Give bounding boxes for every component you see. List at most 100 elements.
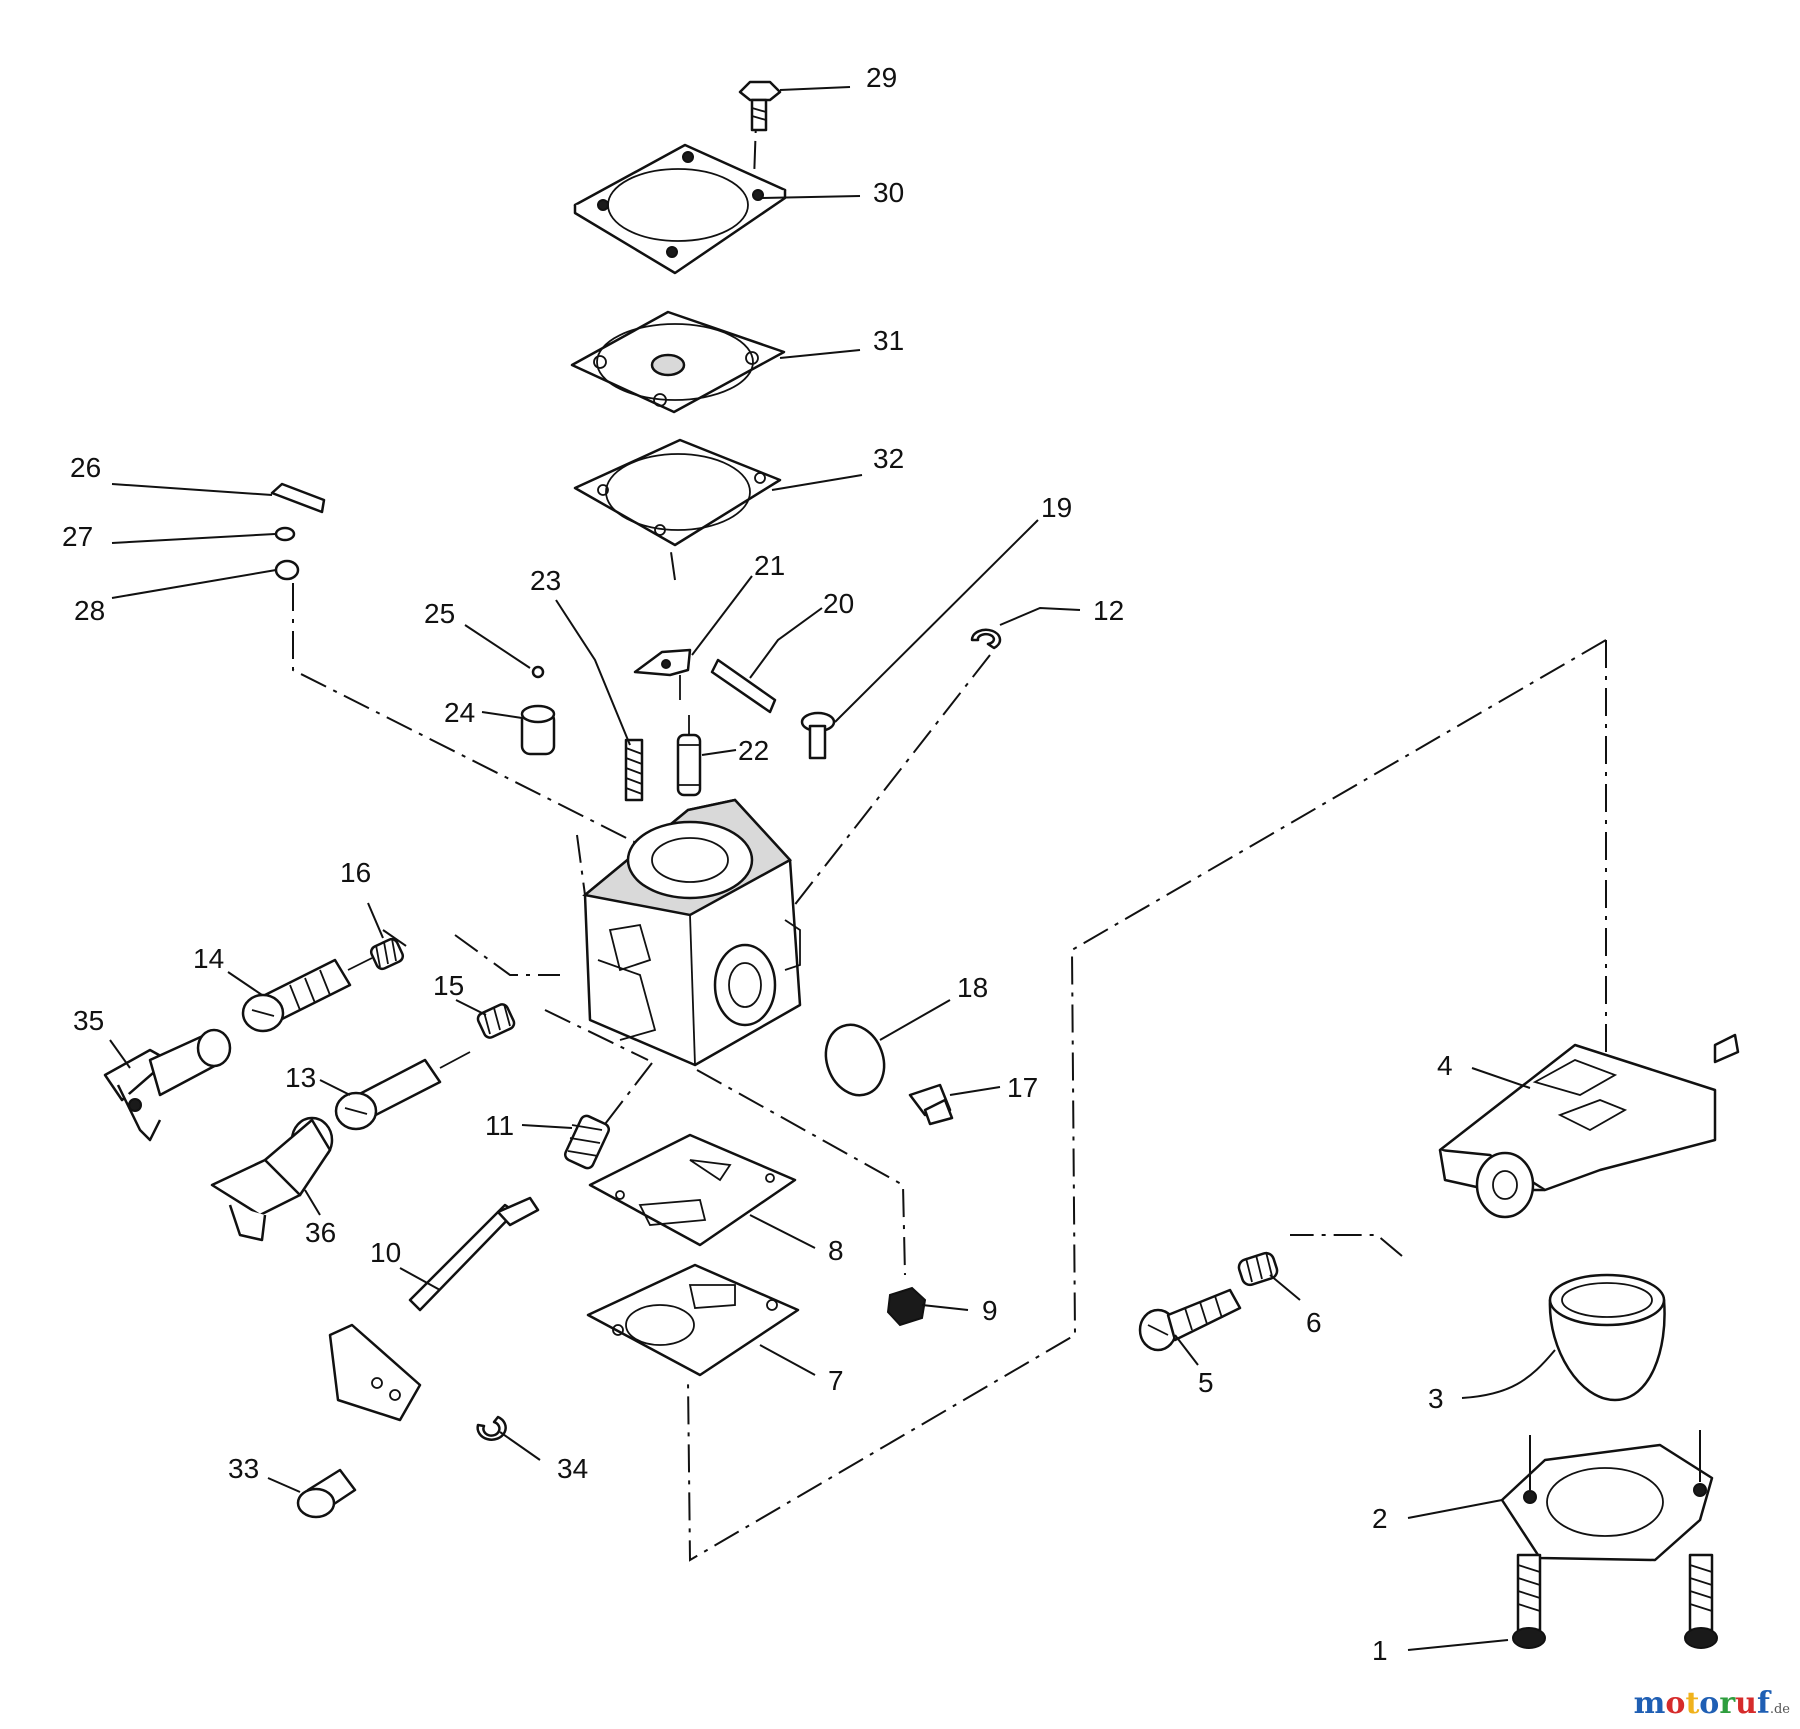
part-1-screws	[1512, 1553, 1718, 1649]
part-29-screw	[738, 80, 782, 132]
callout-9: 9	[921, 1295, 998, 1326]
watermark-logo: motoruf.de	[1634, 1686, 1790, 1721]
callout-19: 19	[834, 492, 1072, 723]
callout-21: 21	[691, 550, 785, 656]
part-24-cap	[520, 704, 556, 756]
callout-label: 3	[1428, 1383, 1444, 1414]
callout-label: 12	[1093, 595, 1124, 626]
callout-label: 2	[1372, 1503, 1388, 1534]
part-14-needle	[241, 957, 373, 1033]
callout-label: 35	[73, 1005, 104, 1036]
callout-23: 23	[530, 565, 631, 746]
callout-label: 32	[873, 443, 904, 474]
callout-28: 28	[74, 569, 277, 626]
watermark-letter: t	[1685, 1686, 1700, 1721]
callout-6: 6	[1269, 1274, 1322, 1338]
part-21-lever	[633, 648, 692, 700]
callout-24: 24	[444, 697, 523, 728]
watermark-letter: o	[1699, 1686, 1720, 1721]
watermark-tld: .de	[1769, 1702, 1790, 1717]
callout-16: 16	[340, 857, 384, 939]
callout-10: 10	[370, 1237, 441, 1291]
part-7-gasket	[586, 1263, 800, 1377]
part-12-clip	[970, 628, 1002, 650]
callout-label: 33	[228, 1453, 259, 1484]
part-2-flange	[1500, 1430, 1714, 1562]
part-23-spring	[624, 738, 644, 802]
part-17-screw	[908, 1083, 954, 1126]
callout-15: 15	[433, 970, 487, 1016]
callout-1: 1	[1372, 1635, 1509, 1666]
part-32-gasket	[573, 438, 782, 547]
callout-label: 17	[1007, 1072, 1038, 1103]
callout-label: 7	[828, 1365, 844, 1396]
watermark-letter: f	[1756, 1686, 1770, 1721]
callout-label: 18	[957, 972, 988, 1003]
callout-31: 31	[779, 325, 904, 359]
part-33-cap	[296, 1468, 357, 1519]
callout-36: 36	[304, 1189, 336, 1248]
callout-label: 23	[530, 565, 561, 596]
part-19-screw	[800, 711, 836, 760]
watermark-letter: u	[1735, 1686, 1757, 1721]
callout-4: 4	[1437, 1050, 1531, 1089]
callout-35: 35	[73, 1005, 131, 1069]
callout-label: 22	[738, 735, 769, 766]
callout-33: 33	[228, 1453, 301, 1493]
part-36-cap	[210, 1116, 334, 1242]
callout-label: 1	[1372, 1635, 1388, 1666]
callout-label: 9	[982, 1295, 998, 1326]
callout-18: 18	[879, 972, 988, 1041]
callout-label: 8	[828, 1235, 844, 1266]
callout-5: 5	[1174, 1334, 1214, 1398]
callout-label: 11	[485, 1110, 514, 1141]
part-25-ball	[531, 665, 545, 679]
callout-27: 27	[62, 521, 276, 552]
part-30-diaphragm-cover	[573, 143, 787, 275]
callout-11: 11	[485, 1110, 573, 1141]
callout-30: 30	[761, 177, 904, 208]
part-9-nut	[886, 1286, 927, 1327]
part-10-throttle-shaft	[328, 1196, 540, 1422]
part-27-washer	[274, 526, 296, 542]
callout-label: 5	[1198, 1367, 1214, 1398]
callout-8: 8	[749, 1214, 844, 1266]
part-34-clip	[476, 1415, 507, 1441]
part-35-cap	[103, 1028, 232, 1142]
callout-label: 15	[433, 970, 464, 1001]
callout-label: 26	[70, 452, 101, 483]
carburetor-body	[582, 798, 802, 1067]
callout-13: 13	[285, 1062, 351, 1096]
callout-label: 20	[823, 588, 854, 619]
callout-label: 19	[1041, 492, 1072, 523]
callout-label: 28	[74, 595, 105, 626]
callout-22: 22	[701, 735, 769, 766]
part-28-disc	[274, 559, 300, 581]
callout-label: 36	[305, 1217, 336, 1248]
part-26-lever	[270, 482, 326, 514]
callout-20: 20	[749, 588, 854, 679]
callout-2: 2	[1372, 1499, 1503, 1534]
part-11-spring	[563, 1114, 611, 1170]
callout-label: 21	[754, 550, 785, 581]
callout-32: 32	[771, 443, 904, 491]
callout-label: 29	[866, 62, 897, 93]
watermark-letter: r	[1719, 1686, 1736, 1721]
callout-14: 14	[193, 943, 263, 996]
part-3-primer-bulb	[1548, 1273, 1666, 1402]
assembly-lines	[292, 92, 1607, 1562]
watermark-letter: o	[1665, 1686, 1686, 1721]
callout-25: 25	[424, 598, 531, 669]
part-15-spring	[476, 1003, 516, 1039]
callout-7: 7	[759, 1344, 844, 1396]
callout-label: 31	[873, 325, 904, 356]
callout-3: 3	[1428, 1349, 1556, 1414]
callout-label: 25	[424, 598, 455, 629]
part-31-diaphragm	[570, 310, 786, 414]
callout-label: 34	[557, 1453, 588, 1484]
callout-label: 13	[285, 1062, 316, 1093]
callout-29: 29	[779, 62, 897, 93]
callout-label: 30	[873, 177, 904, 208]
part-6-spring	[1237, 1251, 1279, 1287]
callout-label: 10	[370, 1237, 401, 1268]
